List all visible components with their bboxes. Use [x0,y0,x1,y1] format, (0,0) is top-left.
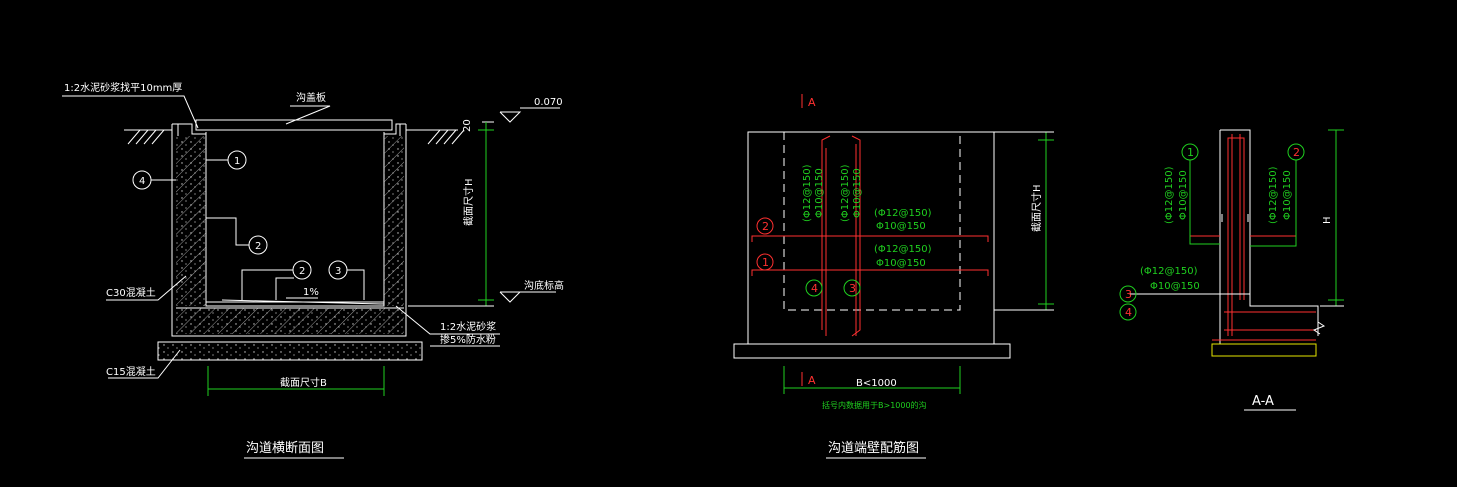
elevation-label: 0.070 [534,97,563,108]
vbar1-primary: (Φ12@150) [802,164,813,222]
vbar2-primary: (Φ12@150) [840,164,851,222]
bottom-elevation-label: 沟底标高 [524,279,564,292]
cover-label: 沟盖板 [296,91,326,104]
trench-inner [205,132,385,307]
aa-callout-4-text: 4 [1125,306,1132,319]
slope-label: 1% [303,287,319,298]
callout-4-text: 4 [139,176,145,187]
hbar2-primary: (Φ12@150) [874,244,932,255]
section-mark-bottom: A [808,374,816,387]
bar-callout-4 [805,279,823,297]
bar-callout-3-text: 3 [849,282,856,295]
bar-callout-4-text: 4 [811,282,818,295]
hbar2-secondary: Φ10@150 [876,258,926,269]
end-note: 括号内数据用于B>1000的沟 [822,400,927,410]
width-label: 截面尺寸B [280,376,327,389]
aa-callout-3 [1119,285,1137,303]
mortar-label: 1:2水泥砂浆 [440,320,496,333]
waterproof-label: 掺5%防水粉 [440,333,496,346]
bar-callout-2-text: 2 [762,220,769,233]
height-label: 截面尺寸H [462,178,475,226]
c30-label: C30混凝土 [106,286,156,299]
end-wall-base [733,343,1011,359]
aa-callout-2 [1287,143,1305,161]
section-mark-top: A [808,96,816,109]
cross-section-drawing [62,95,560,459]
aa-bar3-secondary: Φ10@150 [1150,281,1200,292]
c15-label: C15混凝土 [106,365,156,378]
trench-outer [171,124,407,337]
cover-plate [195,119,393,131]
bar-callout-1 [756,253,774,271]
aa-bar2-primary: (Φ12@150) [1268,166,1279,224]
hbar1-secondary: Φ10@150 [876,221,926,232]
aa-height-label: H [1322,216,1333,224]
section-aa-drawing [1119,129,1344,411]
bar-callout-1-text: 1 [762,256,769,269]
callout-2b-text: 2 [299,266,305,277]
end-width-label: B<1000 [856,378,897,389]
bar-callout-3 [843,279,861,297]
aa-bar1-primary: (Φ12@150) [1164,166,1175,224]
dim-20: 20 [462,119,473,132]
cross-section-title: 沟道横断面图 [246,441,324,456]
aa-title: A-A [1252,394,1274,409]
aa-base [1211,343,1317,357]
end-wall-title: 沟道端壁配筋图 [828,440,919,456]
bar-callout-2 [756,217,774,235]
aa-bar2-secondary: Φ10@150 [1282,170,1293,220]
vbar1-secondary: Φ10@150 [814,168,825,218]
end-wall-outline [747,131,995,345]
aa-callout-1 [1181,143,1199,161]
aa-callout-2-text: 2 [1293,146,1300,159]
hbar1-primary: (Φ12@150) [874,208,932,219]
aa-bar1-secondary: Φ10@150 [1178,170,1189,220]
vbar2-secondary: Φ10@150 [852,168,863,218]
callout-2-text: 2 [255,241,261,252]
end-height-label: 截面尺寸H [1030,184,1043,232]
callout-3-text: 3 [335,266,341,277]
aa-bar3-primary: (Φ12@150) [1140,266,1198,277]
callout-1-text: 1 [234,156,240,167]
aa-callout-3-text: 3 [1125,288,1132,301]
aa-callout-1-text: 1 [1187,146,1194,159]
top-mortar-note: 1:2水泥砂浆找平10mm厚 [64,81,182,94]
end-wall-drawing [733,94,1054,459]
aa-callout-4 [1119,303,1137,321]
